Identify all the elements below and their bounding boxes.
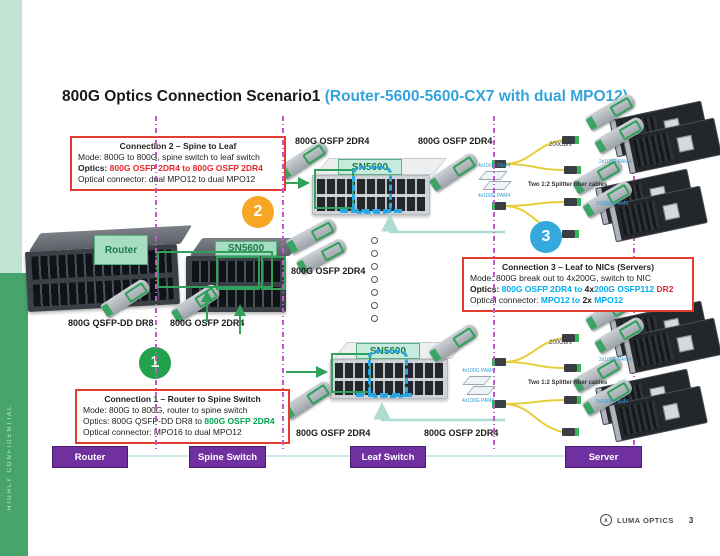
separator-leaf-server — [493, 116, 495, 452]
leaf-top-port-highlight — [352, 166, 392, 214]
page-title: 800G Optics Connection Scenario1 (Router… — [62, 88, 628, 106]
separator-spine-leaf — [282, 116, 284, 452]
nic-chip — [662, 402, 681, 421]
separator-router-spine — [155, 116, 157, 452]
callout-2-title: Connection 2 – Spine to Leaf — [119, 141, 237, 151]
rate-label: 200Gb/s — [549, 340, 572, 346]
callout-1-mode: Mode: 800G to 800G, router to spine swit… — [83, 405, 248, 416]
ellipsis-dot — [371, 237, 378, 244]
pam4-label: 4x100G PAM4 — [462, 398, 495, 404]
ellipsis-dot — [371, 315, 378, 322]
nic-chip — [662, 202, 681, 221]
step-badge-2: 2 — [242, 196, 274, 228]
sidebar-mint-strip — [0, 0, 22, 273]
spine-switch-label: SN5600 — [215, 241, 277, 256]
splitter-label: Two 1:2 Splitter fiber cables — [528, 380, 608, 386]
optic-label-osfp-2dr4: 800G OSFP 2DR4 — [291, 266, 366, 276]
nic-chip — [676, 134, 695, 153]
pam4-label: 2x100G PAM4 — [596, 201, 629, 207]
spine-port-row — [192, 261, 280, 282]
pam4-label: 2x100G PAM4 — [599, 159, 632, 165]
callout-connection-2: Connection 2 – Spine to Leaf Mode: 800G … — [70, 136, 286, 192]
optic-label-osfp-2dr4: 800G OSFP 2DR4 — [170, 318, 245, 328]
brand-name: LUMA OPTICS — [617, 515, 674, 525]
ellipsis-dot — [371, 250, 378, 257]
legend-server: Server — [565, 446, 642, 468]
callout-3-connector: Optical connector: MPO12 to 2x MPO12 — [470, 295, 624, 306]
ellipsis-dot — [371, 263, 378, 270]
callout-1-connector: Optical connector: MPO16 to dual MPO12 — [83, 427, 242, 438]
sidebar-green-strip — [0, 273, 28, 556]
footer: ∧ LUMA OPTICS 3 — [600, 514, 693, 526]
callout-2-connector: Optical connector: dual MPO12 to dual MP… — [78, 174, 256, 185]
legend-leaf-switch: Leaf Switch — [350, 446, 426, 468]
optic-label-osfp-2dr4: 800G OSFP 2DR4 — [296, 428, 371, 438]
nic-heatsink — [618, 400, 660, 436]
rate-label: 200Gb/s — [549, 142, 572, 148]
step-badge-3: 3 — [530, 221, 562, 253]
legend-router: Router — [52, 446, 128, 468]
ellipsis-dot — [371, 302, 378, 309]
splitter-label: Two 1:2 Splitter fiber cables — [528, 182, 608, 188]
callout-3-optics: Optics: 800G OSFP 2DR4 to 4x200G OSFP112… — [470, 284, 674, 295]
nic-chip — [676, 334, 695, 353]
pam4-label: 2x100G PAM4 — [599, 357, 632, 363]
splitter-cables-top — [492, 136, 581, 238]
ellipsis-dot — [371, 289, 378, 296]
callout-2-optics: Optics: 800G OSFP 2DR4 to 800G OSFP 2DR4 — [78, 163, 263, 174]
optic-label-osfp-2dr4: 800G OSFP 2DR4 — [295, 136, 370, 146]
callout-1-optics: Optics: 800G QSFP-DD DR8 to 800G OSFP 2D… — [83, 416, 275, 427]
luma-optics-logo-icon: ∧ — [600, 514, 612, 526]
legend-spine-switch: Spine Switch — [189, 446, 266, 468]
page-title-main: 800G Optics Connection Scenario1 — [62, 88, 325, 105]
leaf-bottom-port-highlight-dash — [356, 393, 412, 397]
leaf-top-port-highlight-dash — [340, 209, 402, 213]
callout-3-title: Connection 3 – Leaf to NICs (Servers) — [501, 262, 655, 272]
pam4-label: 2x100G PAM4 — [596, 399, 629, 405]
leaf-bottom-port-highlight — [368, 350, 408, 398]
confidential-watermark: HIGHLY CONFIDENTIAL — [7, 404, 13, 510]
nic-heatsink — [632, 132, 674, 168]
callout-connection-3: Connection 3 – Leaf to NICs (Servers) Mo… — [462, 257, 694, 313]
callout-2-mode: Mode: 800G to 800G, spine switch to leaf… — [78, 152, 260, 163]
callout-1-title: Connection 1 – Router to Spine Switch — [104, 394, 261, 404]
legend-connector-line — [60, 455, 638, 457]
pam4-label: 4x100G PAM4 — [462, 368, 495, 374]
optic-label-osfp-2dr4: 800G OSFP 2DR4 — [418, 136, 493, 146]
optic-label-qsfpdd-dr8: 800G QSFP-DD DR8 — [68, 318, 154, 328]
callout-connection-1: Connection 1 – Router to Spine Switch Mo… — [75, 389, 290, 445]
ellipsis-dot — [371, 276, 378, 283]
page-number: 3 — [688, 515, 694, 525]
optic-label-osfp-2dr4: 800G OSFP 2DR4 — [424, 428, 499, 438]
router-device-label: Router — [94, 235, 148, 265]
nic-heatsink — [632, 332, 674, 368]
callout-3-mode: Mode: 800G break out to 4x200G, switch t… — [470, 273, 651, 284]
mpo12-fiber-icon — [462, 376, 492, 385]
page-title-sub: (Router-5600-5600-CX7 with dual MPO12) — [324, 88, 628, 105]
